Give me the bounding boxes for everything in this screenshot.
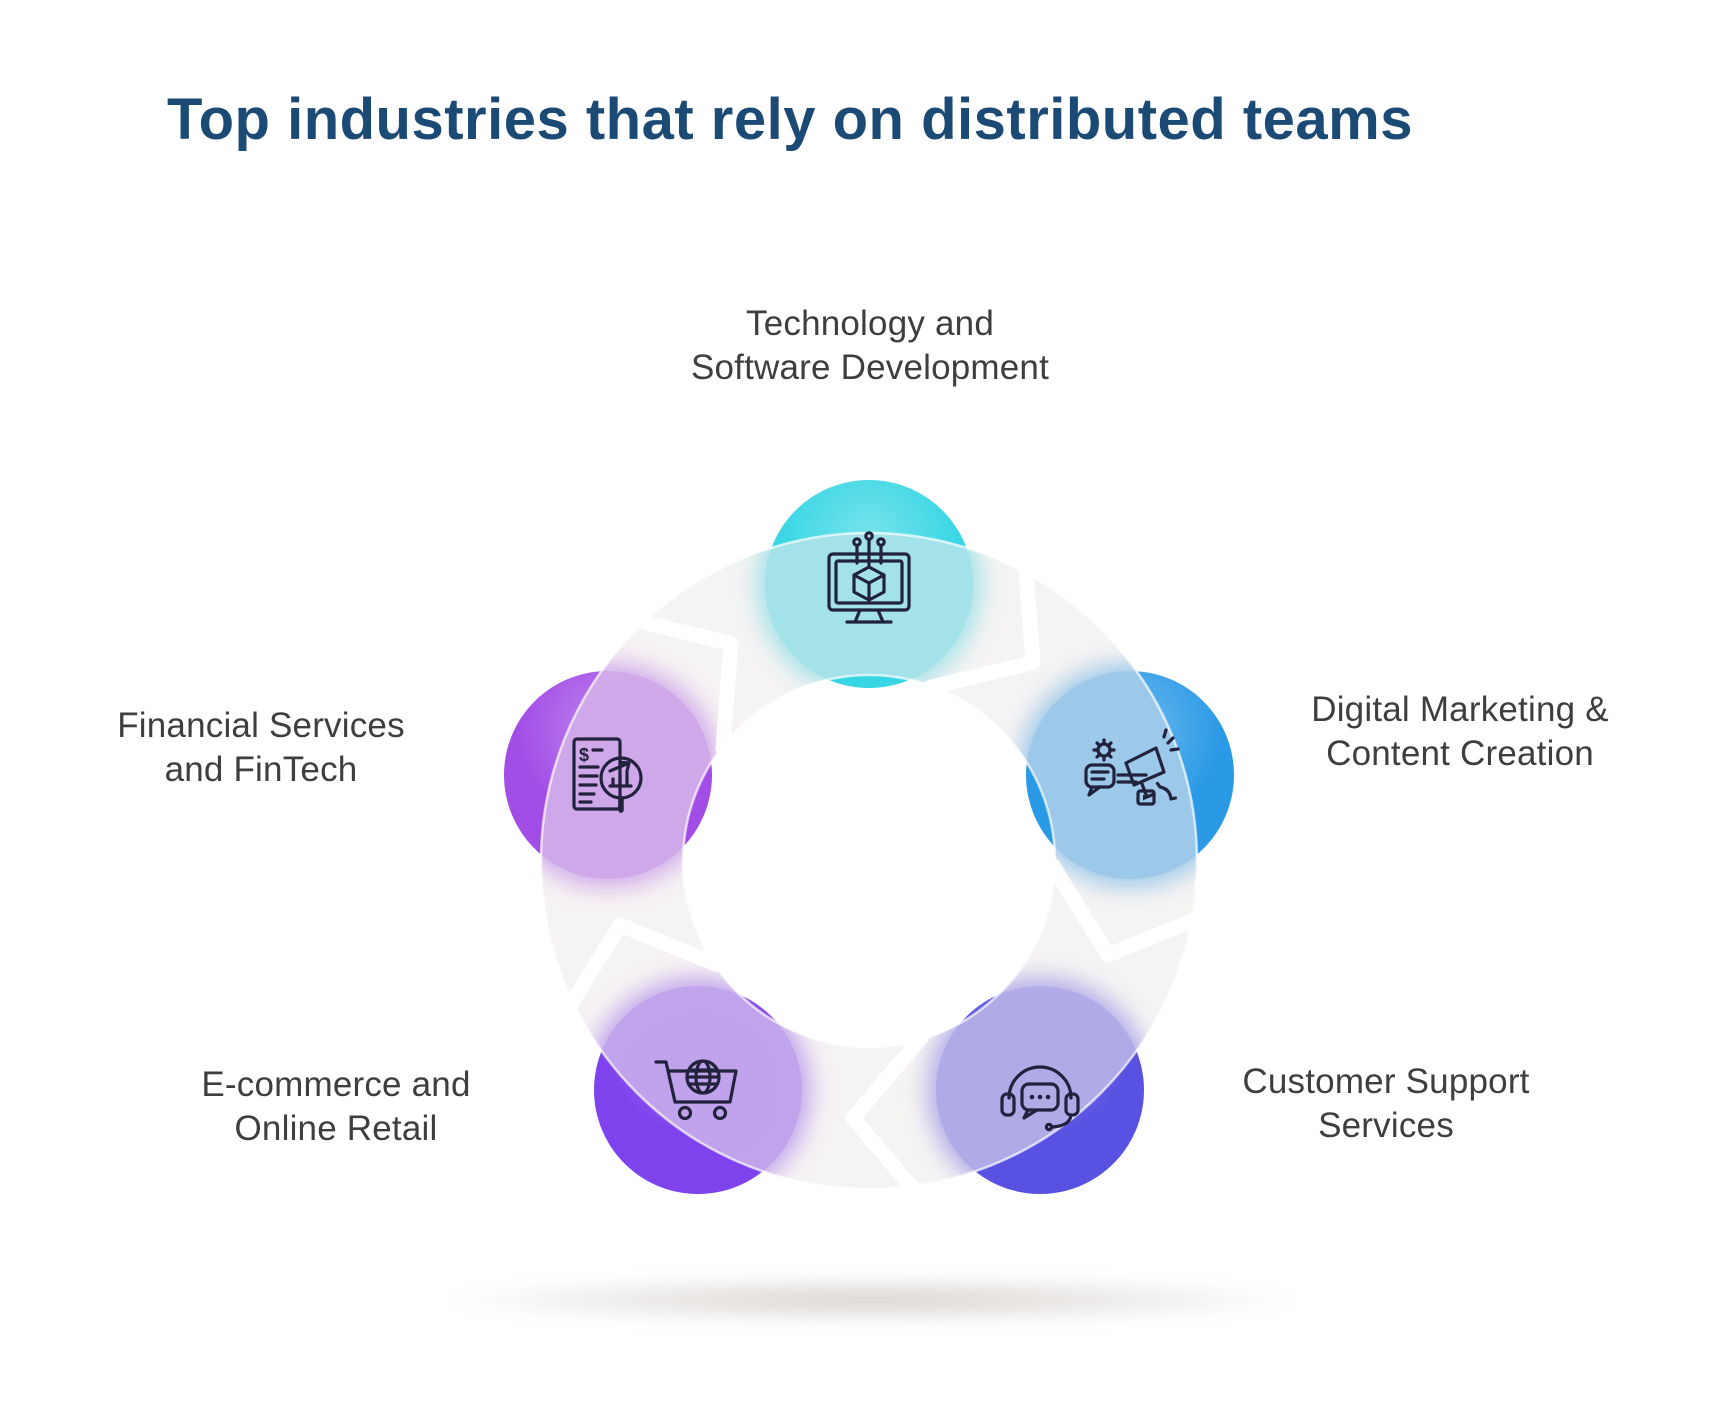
ring-inner-highlight	[681, 673, 1057, 1049]
glass-ring	[541, 533, 1197, 1189]
label-customer-support-line2: Services	[1318, 1106, 1454, 1145]
label-digital-marketing: Digital Marketing & Content Creation	[1180, 688, 1726, 776]
arrow-left-to-top-icon	[621, 611, 739, 756]
cart-globe-icon	[654, 1059, 738, 1121]
megaphone-icon	[1084, 728, 1180, 806]
label-financial: Financial Services and FinTech	[0, 704, 541, 792]
label-digital-marketing-line2: Content Creation	[1326, 734, 1594, 773]
label-technology-line2: Software Development	[690, 348, 1050, 387]
label-financial-line1: Financial Services	[117, 706, 405, 745]
label-technology-line1: Technology and	[746, 304, 994, 343]
label-technology: Technology and Software Development	[590, 302, 1150, 390]
label-customer-support-line1: Customer Support	[1242, 1062, 1530, 1101]
page-title: Top industries that rely on distributed …	[166, 87, 1414, 152]
label-ecommerce: E-commerce and Online Retail	[56, 1063, 616, 1151]
headset-icon	[1000, 1065, 1080, 1132]
arrow-right-to-bottomright-icon	[1045, 858, 1213, 963]
label-financial-line2: and FinTech	[164, 750, 358, 789]
dollar-glyph: $	[579, 745, 589, 765]
arrow-bottomright-to-bottomleft-icon	[845, 1030, 929, 1206]
label-ecommerce-line2: Online Retail	[234, 1109, 438, 1148]
label-ecommerce-line1: E-commerce and	[201, 1065, 471, 1104]
flow-arrows	[557, 550, 1213, 1206]
ground-shadow	[442, 1276, 1302, 1324]
industry-icons: $	[572, 531, 1180, 1132]
monitor-cube-icon	[827, 531, 911, 624]
label-digital-marketing-line1: Digital Marketing &	[1311, 690, 1609, 729]
arrow-top-to-right-icon	[923, 550, 1041, 695]
arrow-bottomleft-to-left-icon	[557, 917, 725, 1022]
label-customer-support: Customer Support Services	[1106, 1060, 1666, 1148]
finance-doc-icon: $	[572, 737, 643, 813]
